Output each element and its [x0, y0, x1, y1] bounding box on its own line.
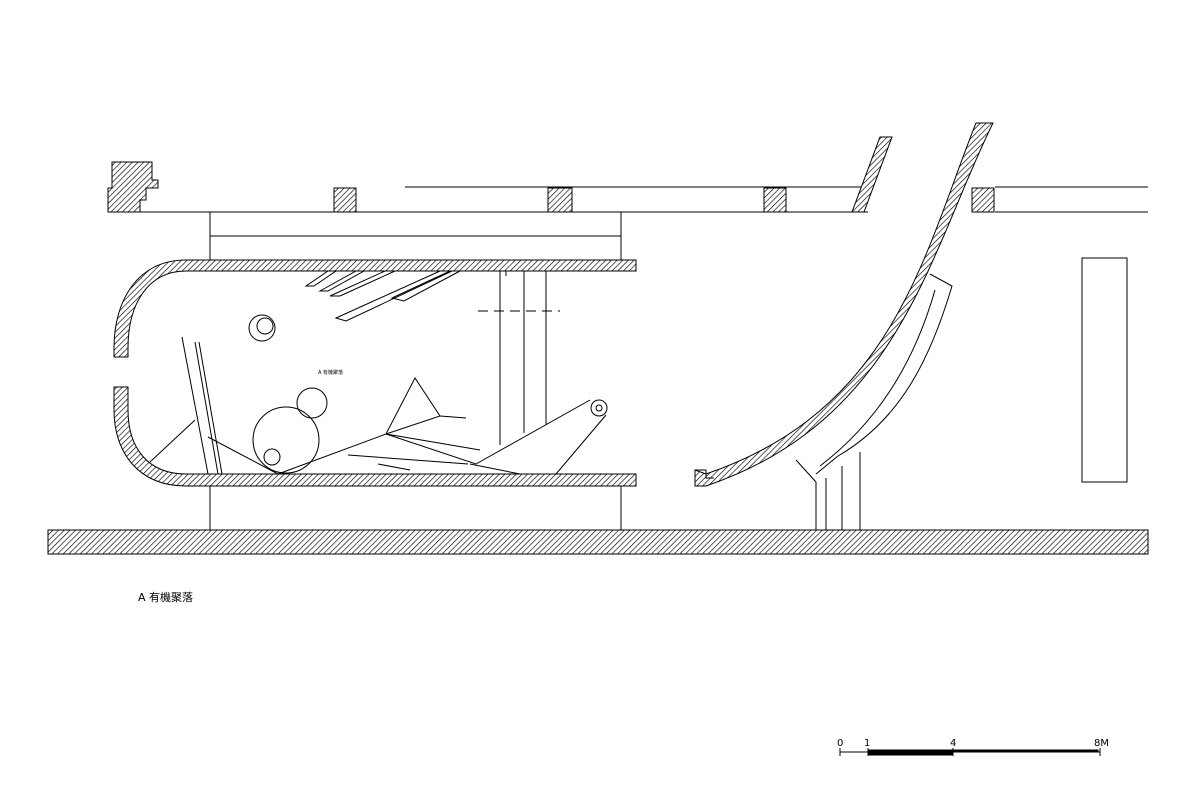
- interior-circles: [248, 314, 608, 474]
- scale-tick-4: 4: [950, 738, 956, 749]
- deck-end-rail: [851, 136, 893, 213]
- ground-slab: [47, 529, 1149, 555]
- interior-posts: [478, 271, 560, 445]
- side-panel: [1081, 257, 1128, 483]
- deck-beam: [971, 187, 995, 213]
- hanging-frame: [209, 212, 622, 260]
- deck-beam: [547, 187, 573, 213]
- interior-forms: [149, 336, 607, 475]
- scale-tick-0: 0: [837, 738, 843, 749]
- capsule-shell: [113, 259, 637, 487]
- corner-block: [107, 161, 159, 213]
- interior-planks: [304, 270, 461, 322]
- deck-beam: [763, 187, 787, 213]
- curved-ramp: [694, 122, 994, 487]
- inner-section-label: A 有機聚落: [318, 369, 343, 376]
- ramp-lip: [695, 469, 714, 479]
- deck-beam: [333, 187, 357, 213]
- scale-tick-1: 1: [864, 738, 870, 749]
- section-title: A 有機聚落: [138, 590, 193, 604]
- ramp-structure: [795, 273, 953, 530]
- top-deck: [108, 186, 1148, 213]
- scale-tick-8m: 8M: [1094, 738, 1109, 749]
- scale-bar: [839, 748, 1101, 756]
